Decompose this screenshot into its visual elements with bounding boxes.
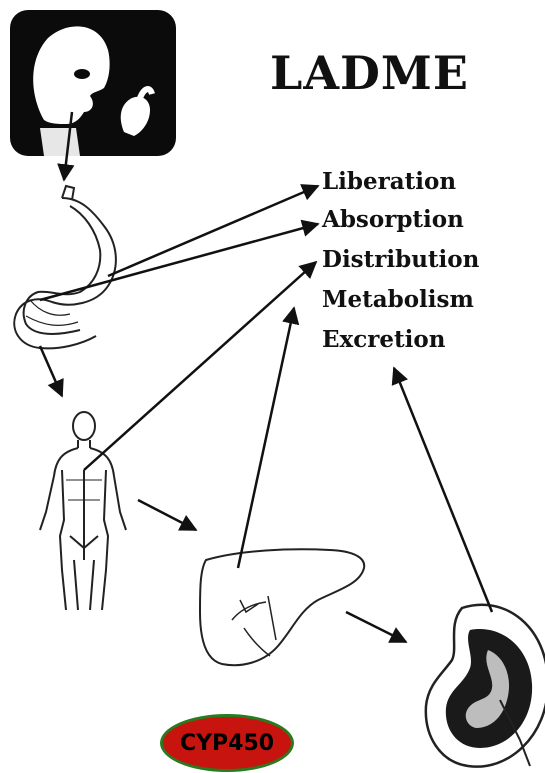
human-body-icon (40, 412, 126, 610)
cyp450-badge-label: CYP450 (180, 731, 274, 756)
kidney-icon (426, 605, 545, 767)
stage-label-metabolism: Metabolism (322, 286, 474, 313)
stomach-icon (14, 186, 116, 348)
arrow-stomach-to-body (40, 346, 62, 396)
stage-label-absorption: Absorption (322, 206, 464, 233)
stage-label-distribution: Distribution (322, 246, 479, 273)
diagram-title: LADME (270, 46, 469, 100)
arrow-body-to-liver (138, 500, 196, 530)
arrow-stomach-to-absorption (40, 224, 318, 300)
arrow-stomach-to-liberation (108, 186, 318, 276)
stage-label-excretion: Excretion (322, 326, 445, 353)
liver-icon (200, 549, 364, 665)
arrow-kidney-to-excretion (394, 368, 492, 612)
mouth-taking-pill-icon (10, 10, 176, 156)
stage-label-liberation: Liberation (322, 168, 456, 195)
arrow-liver-to-metabolism (238, 308, 294, 568)
arrow-liver-to-kidney (346, 612, 406, 642)
cyp450-badge: CYP450 (160, 714, 294, 772)
